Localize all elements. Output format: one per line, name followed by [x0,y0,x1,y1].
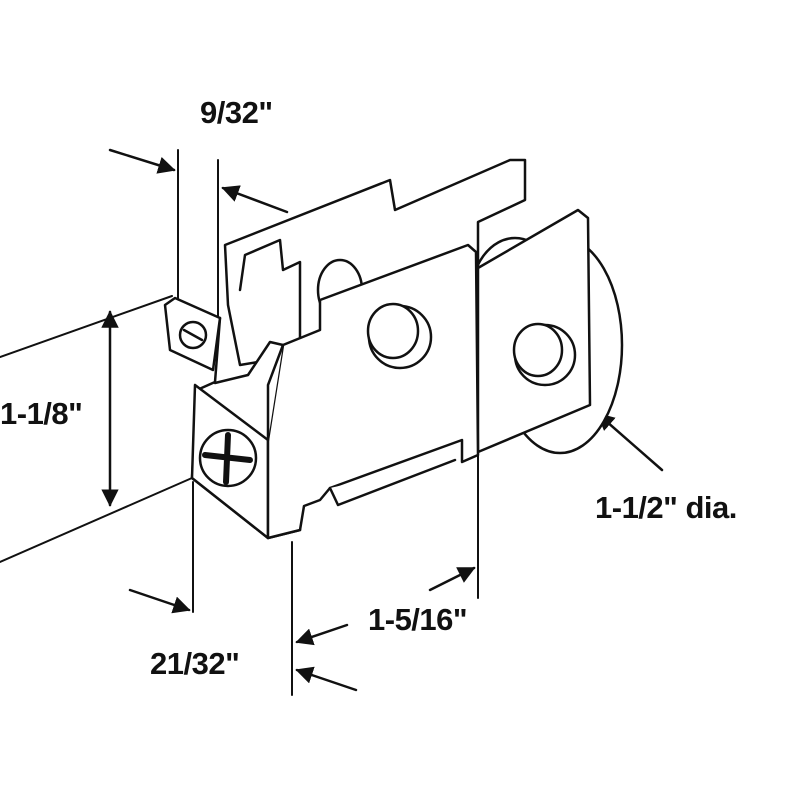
dimension-label-21-32: 21/32" [150,646,240,681]
extension-lines [0,149,479,696]
dimension-label-1-1-8: 1-1/8" [0,396,83,431]
dimension-arrows [101,148,664,692]
dimension-label-9-32: 9/32" [200,95,273,130]
dimension-label-1-5-16: 1-5/16" [368,602,468,637]
front-plate [266,243,480,540]
dimension-label-wheel-diameter: 1-1/2" dia. [595,490,737,525]
